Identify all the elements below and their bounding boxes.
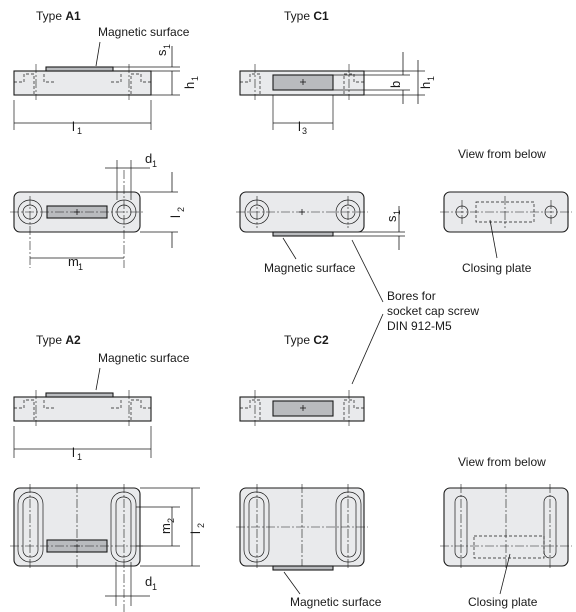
svg-text:1: 1 — [392, 210, 402, 215]
h1-label-a1: h — [182, 82, 197, 89]
bores-annotation: Bores for socket cap screw DIN 912-M5 — [351, 239, 479, 385]
l2-label-a2: l — [188, 531, 203, 534]
svg-text:1: 1 — [162, 44, 172, 49]
magnetic-surface-label-c1: Magnetic surface — [264, 261, 356, 275]
d1-label-a1: d — [145, 151, 152, 166]
a1-body — [13, 70, 152, 96]
svg-text:2: 2 — [176, 207, 186, 212]
svg-text:1: 1 — [78, 262, 83, 272]
m2-label-a2: m — [158, 523, 173, 534]
svg-text:3: 3 — [302, 126, 307, 136]
type-c1-top-view: s 1 Magnetic surface — [236, 191, 405, 275]
c1-top-magnet-edge — [272, 231, 334, 237]
closing-plate-label-1: Closing plate — [462, 261, 532, 275]
view-from-below-label-1: View from below — [458, 147, 546, 161]
l1-label-a1: l — [72, 119, 75, 134]
c2-top-magnet-edge — [272, 565, 334, 571]
view-from-below-1: View from below Closing plate — [440, 147, 572, 275]
type-c1-side-view: Type C1 b h 1 l 3 — [239, 9, 436, 136]
type-c2-top-view: Magnetic surface — [236, 484, 382, 609]
svg-text:1: 1 — [152, 582, 157, 592]
type-a1-side-view: Type A1 Magnetic surface s 1 h 1 l 1 — [13, 9, 200, 136]
svg-text:1: 1 — [190, 76, 200, 81]
l1-label-a2: l — [72, 445, 75, 460]
closing-plate-label-2: Closing plate — [468, 595, 538, 609]
a2-magnet — [45, 392, 114, 398]
m1-label-a1: m — [68, 254, 79, 269]
type-c1-title: Type C1 — [284, 9, 329, 23]
type-a1-top-view: d 1 l 2 m 1 — [10, 151, 186, 272]
type-c2-title: Type C2 — [284, 333, 329, 347]
s1-label-a1: s — [154, 49, 169, 56]
type-a1-title: Type A1 — [36, 9, 81, 23]
s1-label-c1: s — [384, 215, 399, 222]
svg-text:2: 2 — [196, 523, 206, 528]
bores-label-line1: Bores for — [387, 289, 436, 303]
type-c2-side-view: Type C2 — [239, 333, 365, 426]
a1-magnet — [45, 66, 114, 72]
view-from-below-label-2: View from below — [458, 455, 546, 469]
magnetic-surface-label-a2: Magnetic surface — [98, 351, 190, 365]
b-label-c1: b — [388, 81, 403, 88]
l2-label-a1: l — [168, 215, 183, 218]
svg-text:1: 1 — [152, 159, 157, 169]
h1-label-c1: h — [418, 82, 433, 89]
d1-label-a2: d — [145, 574, 152, 589]
type-a2-title: Type A2 — [36, 333, 81, 347]
view-from-below-2: View from below Closing plate — [440, 455, 572, 609]
svg-text:2: 2 — [166, 518, 176, 523]
l3-label-c1: l — [298, 119, 301, 134]
magnetic-surface-label-a1: Magnetic surface — [98, 25, 190, 39]
svg-text:1: 1 — [77, 126, 82, 136]
bores-label-line2: socket cap screw — [387, 304, 479, 318]
bores-label-line3: DIN 912-M5 — [387, 319, 452, 333]
magnetic-surface-label-c2: Magnetic surface — [290, 595, 382, 609]
svg-text:1: 1 — [77, 452, 82, 462]
type-a2-top-view: m 2 l 2 d 1 — [10, 484, 206, 612]
a2-body — [13, 396, 152, 422]
type-a2-side-view: Type A2 Magnetic surface l 1 — [13, 333, 190, 462]
svg-text:1: 1 — [426, 76, 436, 81]
